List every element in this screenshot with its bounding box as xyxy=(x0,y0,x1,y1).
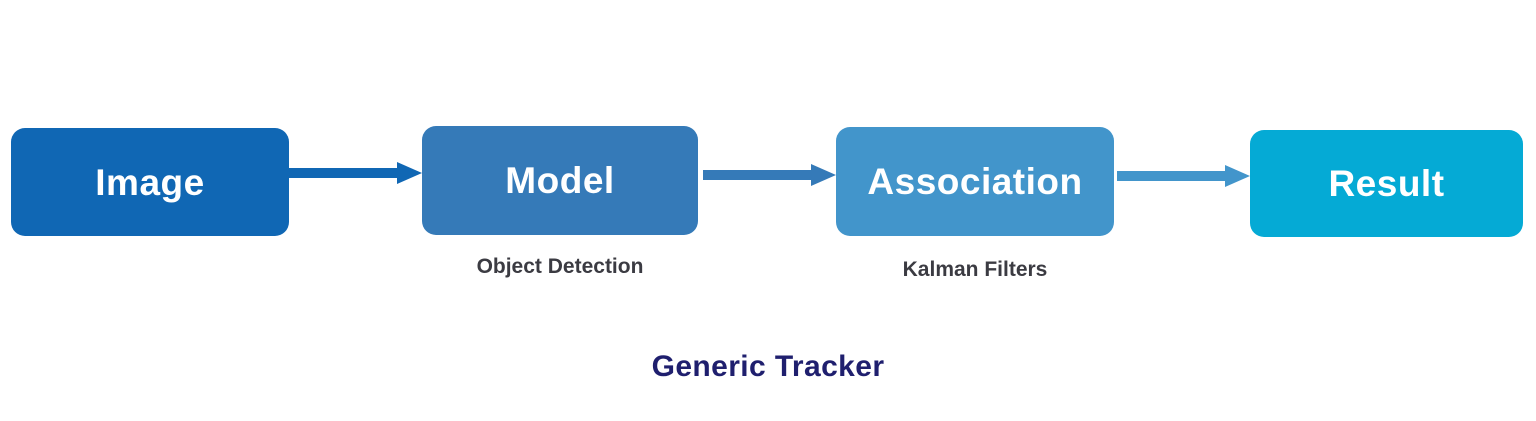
node-model-label: Model xyxy=(505,160,615,201)
arrow-image-to-model xyxy=(289,162,422,184)
node-result[interactable]: Result xyxy=(1250,130,1523,237)
diagram-title: Generic Tracker xyxy=(651,350,885,383)
caption-object-detection: Object Detection xyxy=(476,255,644,278)
node-association-label: Association xyxy=(867,161,1083,202)
node-model[interactable]: Model xyxy=(422,126,698,235)
caption-kalman-filters: Kalman Filters xyxy=(902,258,1048,281)
node-image[interactable]: Image xyxy=(11,128,289,236)
node-image-label: Image xyxy=(95,161,205,203)
arrow-association-to-result xyxy=(1117,165,1250,187)
node-result-label: Result xyxy=(1328,163,1445,204)
arrow-model-to-association xyxy=(703,164,836,186)
node-association[interactable]: Association xyxy=(836,127,1114,236)
